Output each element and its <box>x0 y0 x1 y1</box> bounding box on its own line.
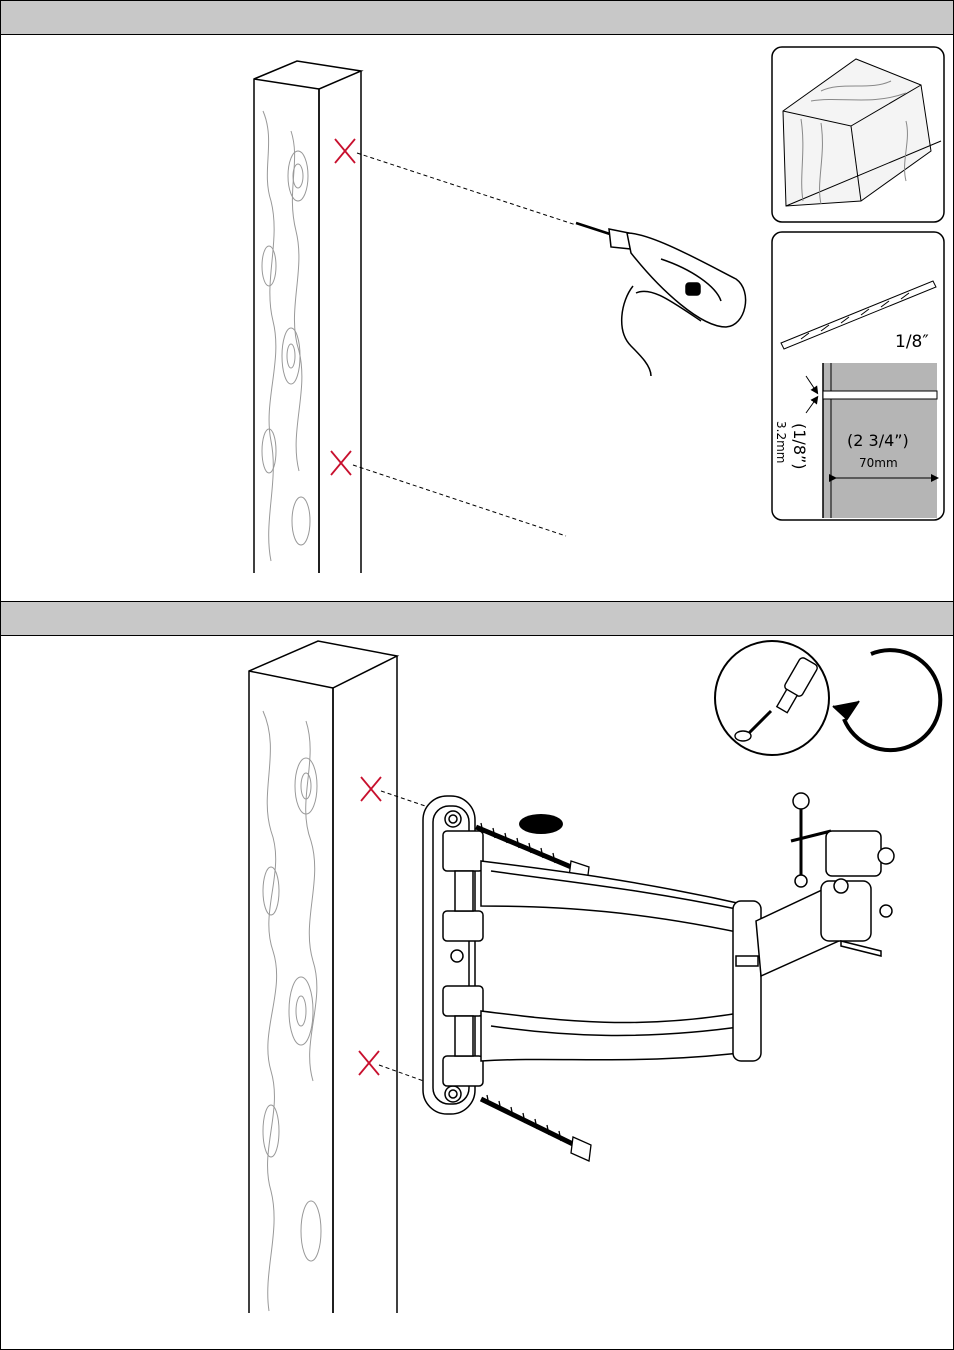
depth-label-mm: 3.2mm <box>774 421 788 463</box>
rotate-clockwise-icon <box>833 650 940 750</box>
wood-stud-bottom <box>249 641 397 1313</box>
depth-label-in: (1/8”) <box>790 423 809 470</box>
drill-mark-x <box>331 451 351 475</box>
wood-grain <box>262 111 310 561</box>
power-drill-icon <box>576 223 746 376</box>
dashed-guide <box>357 153 576 225</box>
drill-mark-x <box>335 139 355 163</box>
drill-mark-x <box>361 777 381 801</box>
wall-plate <box>423 796 483 1114</box>
lag-screw-icon <box>481 1095 591 1161</box>
drill-mark-x <box>359 1051 379 1075</box>
dashed-guide <box>353 465 566 536</box>
callout-marker <box>519 814 563 834</box>
wood-grain <box>263 711 321 1311</box>
inset-screwdriver <box>715 641 829 755</box>
length-label-in: (2 3/4”) <box>847 431 909 450</box>
length-label-mm: 70mm <box>859 456 898 470</box>
inset-drill-spec: 1/8″ (1/8”) 3.2mm (2 3/4”) 70mm <box>772 232 944 520</box>
bit-size-label: 1/8″ <box>895 332 929 352</box>
wood-stud-top <box>254 61 361 573</box>
inset-wood-stud <box>772 47 944 222</box>
